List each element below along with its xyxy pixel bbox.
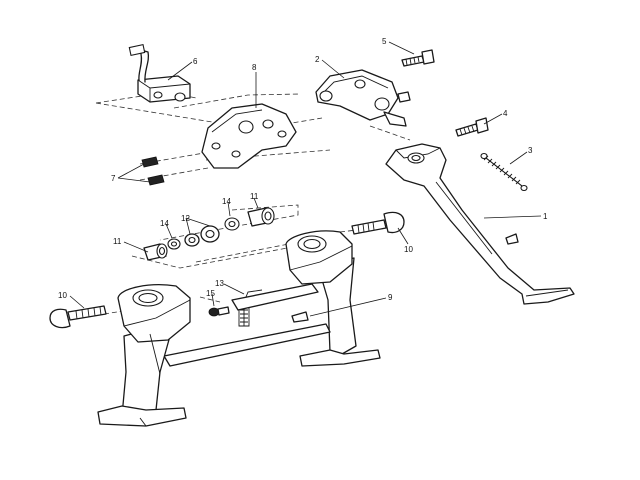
callout-13: 13 xyxy=(215,279,224,288)
callout-11-right: 11 xyxy=(250,192,259,201)
callout-1: 1 xyxy=(543,212,548,221)
callout-5: 5 xyxy=(382,37,387,46)
bolt-4 xyxy=(455,117,489,137)
callout-14-right: 14 xyxy=(222,197,231,206)
callout-3: 3 xyxy=(528,146,533,155)
callout-11-left: 11 xyxy=(113,237,122,246)
callout-12: 12 xyxy=(181,214,190,223)
callout-9: 9 xyxy=(388,293,393,302)
callout-6: 6 xyxy=(193,57,198,66)
screws-7 xyxy=(141,156,165,186)
screw-15 xyxy=(208,306,230,317)
callout-10-right: 10 xyxy=(404,245,413,254)
mounting-bracket-plate xyxy=(201,103,297,169)
bushes-and-washers xyxy=(143,207,275,261)
side-stand-switch xyxy=(128,43,191,103)
bolt-5 xyxy=(401,49,435,67)
callout-15: 15 xyxy=(206,289,215,298)
callout-7: 7 xyxy=(111,174,116,183)
center-stand xyxy=(97,230,381,427)
pivot-bracket xyxy=(315,69,411,127)
side-stand xyxy=(385,143,575,305)
leader-lines xyxy=(69,41,542,317)
callout-14-left: 14 xyxy=(160,219,169,228)
callout-2: 2 xyxy=(315,55,320,64)
callout-10-left: 10 xyxy=(58,291,67,300)
bolt-10-left xyxy=(49,305,107,329)
callout-4: 4 xyxy=(503,109,508,118)
callout-labels: 1 2 3 4 5 6 7 8 9 10 10 11 11 12 13 14 1… xyxy=(58,37,548,302)
bolt-10-right xyxy=(351,211,405,235)
callout-8: 8 xyxy=(252,63,257,72)
side-stand-spring xyxy=(480,152,528,192)
